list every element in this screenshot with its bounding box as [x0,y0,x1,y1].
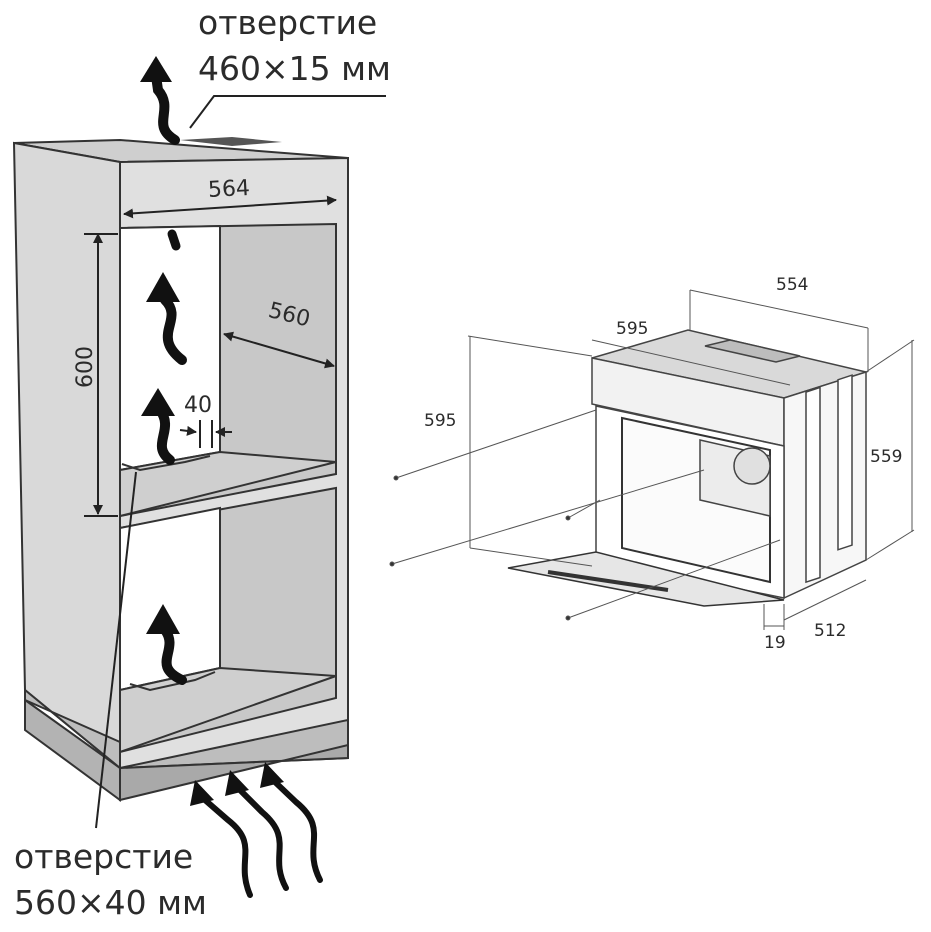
callout-leader-bottom [95,471,137,829]
upper-niche-floor [119,450,337,518]
screw-line-3 [567,499,601,519]
lower-niche-floor [119,666,337,754]
airflow-arrow-upper-2 [167,229,181,251]
top-opening-label-line2: 460×15 мм [198,49,391,88]
airflow-arrow-lower [160,625,187,685]
niche-height-label: 600 [73,346,98,388]
niche-gap-label: 40 [184,393,212,418]
oven-top-depth-label: 554 [776,275,808,295]
bottom-opening-slot [129,671,216,692]
airflow-arrows [140,56,323,898]
dim-595-top-ext [467,335,593,357]
airflow-arrowhead-upper-1 [146,272,180,302]
top-opening-slot [180,137,282,146]
screw-2 [389,561,395,567]
dim-595-top [591,339,791,386]
dim-line-564 [123,195,337,219]
airflow-in-3 [272,779,323,883]
oven-base-depth-label: 512 [814,621,846,641]
top-opening-label-line1: отверстие [198,3,377,42]
oven-height-left-label: 595 [424,411,456,431]
airflow-arrowhead-top [140,56,172,82]
oven-height-right-label: 559 [870,447,902,467]
cabinet-left-side [12,141,121,771]
screw-line-1 [395,409,597,479]
niche-width-label: 564 [207,176,250,203]
screw-1 [393,475,399,481]
shelf-gap-slot [121,455,211,472]
bottom-opening-label-line2: 560×40 мм [14,883,207,922]
screw-line-4 [567,539,781,619]
kitchen-cabinet [12,137,349,802]
bottom-opening-label-line1: отверстие [14,837,193,876]
dim-554 [689,289,869,329]
screw-line-2 [391,469,705,565]
oven-width-label: 595 [616,319,648,339]
airflow-arrowhead-lower [146,604,180,634]
airflow-in-1 [202,797,253,898]
plinth-right [119,743,349,802]
dim-559-ext-a [865,339,915,373]
dim-559-ext-b [865,529,915,561]
oven-side [783,370,867,600]
callout-leader-top [189,95,386,129]
oven-dimensions [389,289,915,630]
oven-side-rib-1 [805,386,821,584]
airflow-arrow-top [151,71,180,145]
dim-line-40-left [179,425,197,436]
airflow-in-head-1 [190,780,214,806]
screw-4 [565,615,571,621]
cabinet-dimensions [84,95,386,829]
airflow-in-2 [237,787,289,891]
airflow-arrow-upper-1 [160,295,187,365]
airflow-arrowhead-upper-3 [141,388,175,416]
oven-fan [733,447,771,485]
screw-3 [565,515,571,521]
airflow-in-head-2 [225,770,249,796]
dim-512 [783,579,867,621]
dim-595-left-ext [469,547,593,567]
dim-line-560 [223,331,335,369]
oven-drawing [507,329,869,607]
oven-side-rib-2 [837,374,853,551]
oven-door-handle [547,570,669,592]
airflow-arrow-upper-3 [155,405,175,465]
oven-top-vent [704,339,801,363]
oven-door-open [507,551,785,607]
oven-door-offset-label: 19 [764,633,786,653]
airflow-in-head-3 [260,762,284,788]
